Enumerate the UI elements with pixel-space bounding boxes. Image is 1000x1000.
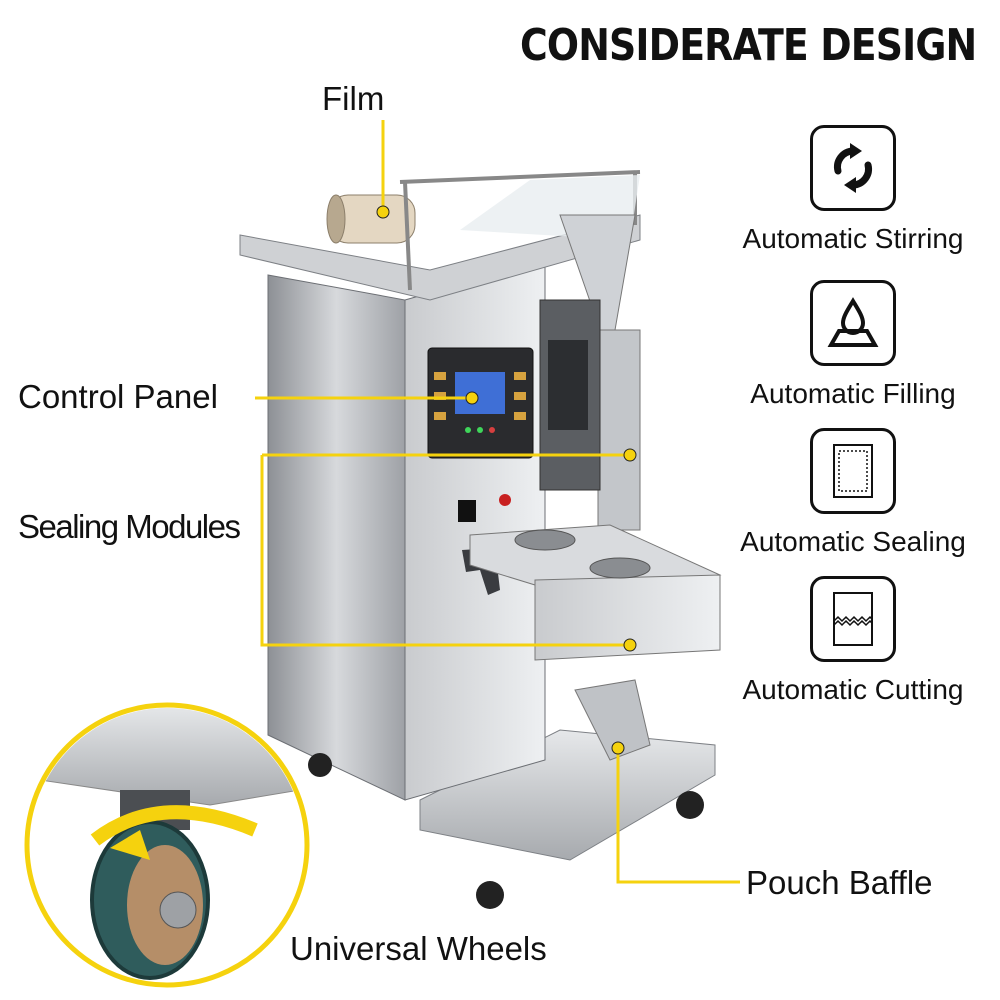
feature-automatic-cutting: Automatic Cutting <box>718 576 988 706</box>
stirring-arrows-icon <box>810 125 896 211</box>
filling-drop-icon <box>810 280 896 366</box>
page-title: CONSIDERATE DESIGN <box>520 20 977 71</box>
callout-universal-wheels: Universal Wheels <box>290 930 547 967</box>
callout-pouch-baffle: Pouch Baffle <box>746 864 933 901</box>
sealing-pouch-icon <box>810 428 896 514</box>
cutting-pouch-icon <box>810 576 896 662</box>
feature-automatic-filling: Automatic Filling <box>718 280 988 410</box>
callout-control-panel: Control Panel <box>18 378 218 415</box>
callout-film: Film <box>322 80 385 117</box>
feature-label: Automatic Filling <box>750 378 956 409</box>
feature-label: Automatic Cutting <box>742 674 964 705</box>
feature-label: Automatic Stirring <box>742 223 964 254</box>
feature-automatic-sealing: Automatic Sealing <box>718 428 988 558</box>
feature-automatic-stirring: Automatic Stirring <box>718 125 988 255</box>
feature-label: Automatic Sealing <box>740 526 966 557</box>
callout-sealing-modules: Sealing Modules <box>18 508 241 545</box>
